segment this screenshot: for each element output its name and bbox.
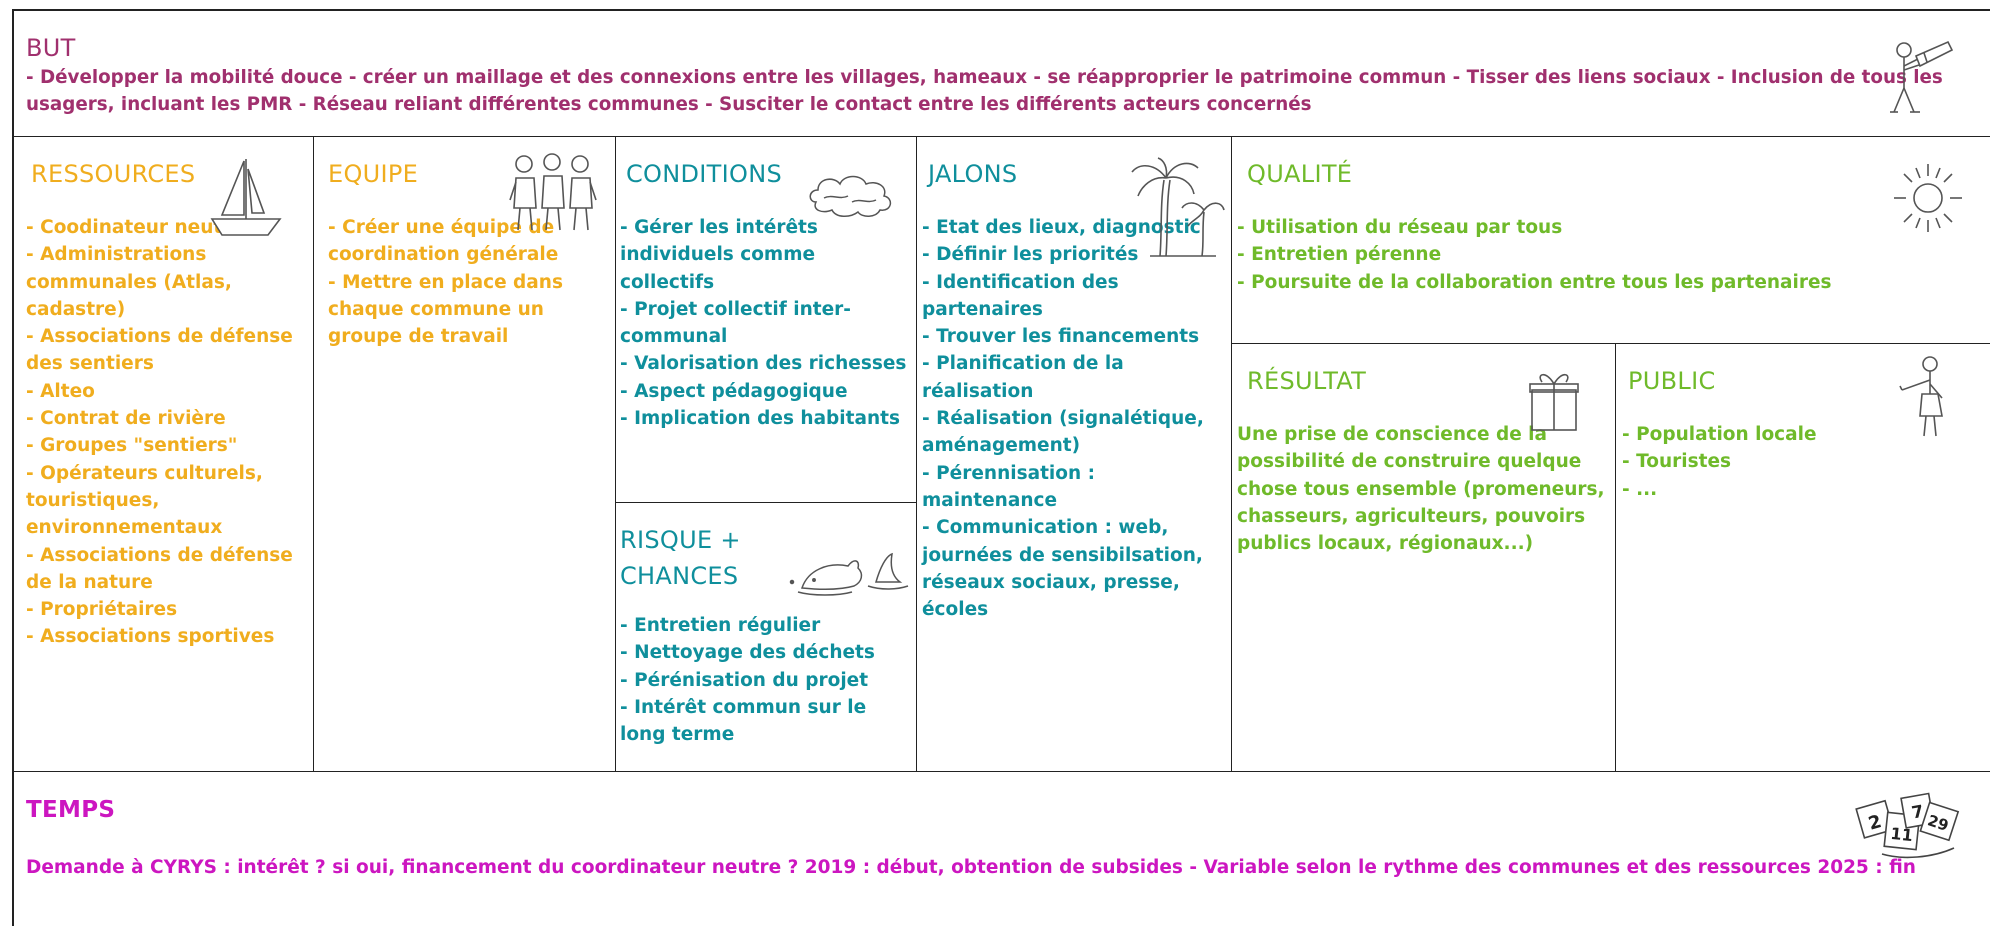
- ressources-item: - Associations de défense des sentiers: [26, 326, 293, 375]
- cloud-icon: [809, 175, 892, 217]
- jalons-item: - Réalisation (signalétique, aménagement…: [922, 408, 1204, 457]
- jalons-section: JALONS - Etat des lieux, diagnostic - Dé…: [922, 158, 1228, 623]
- risque-title-line1: RISQUE +: [620, 526, 741, 554]
- public-title: PUBLIC: [1628, 367, 1716, 395]
- qualite-item: - Entretien pérenne: [1237, 244, 1442, 266]
- ressources-title: RESSOURCES: [31, 160, 196, 188]
- jalons-item: - Trouver les financements: [922, 326, 1200, 348]
- divider-conditions: [916, 137, 917, 771]
- palm-trees-icon: [1131, 157, 1225, 257]
- qualite-list: - Utilisation du réseau par tous - Entre…: [1237, 214, 1937, 296]
- telescope-person-icon: [1890, 40, 1954, 113]
- qualite-title: QUALITÉ: [1247, 160, 1353, 188]
- sailboat-icon: [210, 159, 282, 236]
- waving-person-icon: [1899, 356, 1943, 437]
- conditions-list: - Gérer les intérêts individuels comme c…: [620, 214, 912, 432]
- equipe-list: - Créer une équipe de coordination génér…: [328, 214, 610, 350]
- divider-temps: [12, 771, 1990, 772]
- equipe-section: EQUIPE - Créer une équipe de coordinatio…: [328, 158, 610, 350]
- but-section: BUT - Développer la mobilité douce - cré…: [26, 32, 1986, 118]
- conditions-item: - Implication des habitants: [620, 408, 900, 430]
- ressources-item: - Alteo: [26, 380, 95, 402]
- divider-qualite: [1231, 343, 1990, 344]
- conditions-title: CONDITIONS: [626, 160, 782, 188]
- ressources-item: - Coodinateur neutre ?: [26, 217, 262, 238]
- jalons-list: - Etat des lieux, diagnostic - Définir l…: [922, 214, 1228, 623]
- ressources-item: - Propriétaires: [26, 599, 178, 621]
- conditions-item: - Valorisation des richesses: [620, 353, 907, 375]
- conditions-section: CONDITIONS - Gérer les intérêts individu…: [620, 158, 912, 432]
- jalons-item: - Pérennisation : maintenance: [922, 462, 1095, 511]
- risque-item: - Intérêt commun sur le long terme: [620, 696, 867, 746]
- risque-item: - Entretien régulier: [620, 615, 821, 636]
- qualite-item: - Poursuite de la collaboration entre to…: [1237, 271, 1832, 293]
- resultat-text: Une prise de conscience de la possibilit…: [1237, 424, 1605, 555]
- calendar-day: 11: [1890, 824, 1914, 845]
- equipe-item: - Mettre en place dans chaque commune un…: [328, 271, 563, 348]
- calendar-icon: 2 11 7 29: [1855, 792, 1960, 859]
- divider-equipe: [615, 137, 616, 771]
- resultat-title: RÉSULTAT: [1247, 367, 1367, 395]
- ressources-item: - Groupes "sentiers": [26, 435, 238, 457]
- but-title: BUT: [26, 34, 76, 62]
- ressources-item: - Contrat de rivière: [26, 408, 226, 430]
- qualite-section: QUALITÉ - Utilisation du réseau par tous…: [1237, 158, 1937, 296]
- jalons-title: JALONS: [928, 160, 1018, 188]
- divider-resultat: [1615, 344, 1616, 771]
- divider-risque: [615, 502, 916, 503]
- ressources-section: RESSOURCES - Coodinateur neutre ? - Admi…: [26, 158, 308, 651]
- sun-icon: [1894, 164, 1962, 232]
- divider-ressources: [313, 137, 314, 771]
- conditions-item: - Aspect pédagogique: [620, 380, 848, 402]
- calendar-day: 7: [1910, 802, 1925, 824]
- ressources-item: - Associations de défense de la nature: [26, 544, 293, 593]
- ressources-item: - Opérateurs culturels, touristiques, en…: [26, 462, 263, 539]
- team-people-icon: [509, 153, 597, 231]
- resultat-section: RÉSULTAT Une prise de conscience de la p…: [1237, 365, 1611, 557]
- jalons-item: - Définir les priorités: [922, 244, 1139, 266]
- gift-icon: [1529, 373, 1579, 431]
- divider-but: [12, 136, 1990, 137]
- conditions-item: - Projet collectif inter-communal: [620, 298, 851, 348]
- equipe-title: EQUIPE: [328, 160, 419, 188]
- canvas-frame: [12, 9, 1990, 926]
- jalons-item: - Etat des lieux, diagnostic: [922, 217, 1201, 238]
- public-section: PUBLIC - Population locale - Touristes -…: [1622, 365, 1922, 503]
- conditions-item: - Gérer les intérêts individuels comme c…: [620, 217, 818, 293]
- risque-title-line2: CHANCES: [620, 562, 739, 590]
- jalons-item: - Planification de la réalisation: [922, 353, 1124, 402]
- qualite-item: - Utilisation du réseau par tous: [1237, 217, 1563, 238]
- equipe-item: - Créer une équipe de coordination génér…: [328, 217, 559, 266]
- public-item: - ...: [1622, 478, 1658, 500]
- divider-jalons: [1231, 137, 1232, 771]
- risque-section: RISQUE + CHANCES - Entretien régulier - …: [620, 524, 912, 748]
- ressources-list: - Coodinateur neutre ? - Administrations…: [26, 214, 308, 651]
- calendar-day: 29: [1925, 811, 1950, 835]
- risque-item: - Pérénisation du projet: [620, 669, 869, 691]
- ressources-item: - Administrations communales (Atlas, cad…: [26, 244, 232, 320]
- risque-list: - Entretien régulier - Nettoyage des déc…: [620, 612, 912, 748]
- dolphin-shark-icon: [789, 552, 909, 596]
- jalons-item: - Identification des partenaires: [922, 271, 1119, 320]
- calendar-day: 2: [1866, 811, 1884, 835]
- temps-text: Demande à CYRYS : intérêt ? si oui, fina…: [26, 857, 1916, 878]
- public-item: - Touristes: [1622, 451, 1732, 473]
- jalons-item: - Communication : web, journées de sensi…: [922, 517, 1203, 621]
- but-text: - Développer la mobilité douce - créer u…: [26, 67, 1943, 115]
- risque-item: - Nettoyage des déchets: [620, 642, 875, 664]
- temps-section: TEMPS Demande à CYRYS : intérêt ? si oui…: [26, 794, 1926, 881]
- public-item: - Population locale: [1622, 424, 1817, 445]
- public-list: - Population locale - Touristes - ...: [1622, 421, 1922, 503]
- temps-title: TEMPS: [26, 797, 116, 823]
- ressources-item: - Associations sportives: [26, 626, 275, 648]
